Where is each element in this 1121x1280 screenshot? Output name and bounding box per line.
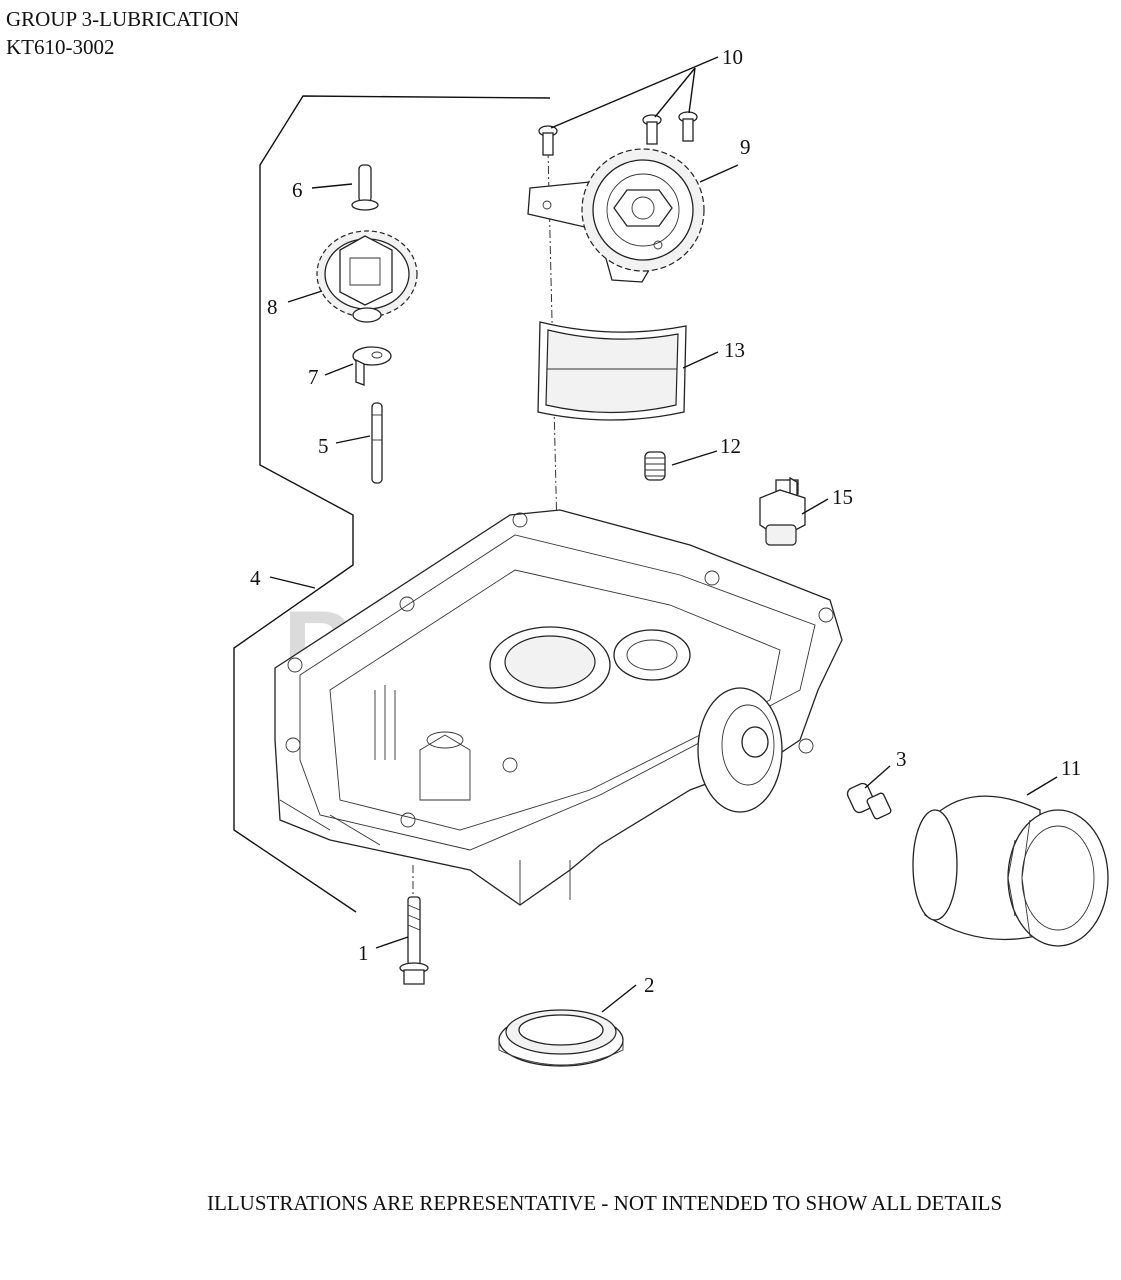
oil-seal-part: [498, 1009, 624, 1067]
leader-lines: [269, 56, 1058, 1013]
assembly-centerline-pump: [547, 149, 561, 661]
screen-part: [537, 321, 687, 421]
group-title: GROUP 3-LUBRICATION: [6, 7, 240, 31]
callout-10: 10: [722, 45, 743, 69]
spring-part: [644, 451, 666, 481]
callout-6: 6: [292, 178, 303, 202]
callout-11: 11: [1061, 756, 1081, 780]
callout-1: 1: [358, 941, 369, 965]
callout-7: 7: [308, 365, 319, 389]
oil-pump-part: [527, 148, 705, 283]
disclaimer-note: ILLUSTRATIONS ARE REPRESENTATIVE - NOT I…: [207, 1191, 1003, 1215]
fitting-part: [846, 782, 892, 820]
screw-part: [538, 111, 698, 156]
model-number: KT610-3002: [6, 35, 115, 59]
callout-5: 5: [318, 434, 329, 458]
callout-12: 12: [720, 434, 741, 458]
callout-3: 3: [896, 747, 907, 771]
oil-filter-part: [912, 795, 1109, 947]
oil-pan-part: [274, 509, 843, 906]
callout-8: 8: [267, 295, 278, 319]
group-boundary-line: [233, 95, 551, 913]
pin-part: [351, 164, 379, 211]
callout-2: 2: [644, 973, 655, 997]
callout-4: 4: [250, 566, 261, 590]
governor-gear-part: [316, 230, 418, 323]
callout-9: 9: [740, 135, 751, 159]
callout-15: 15: [832, 485, 853, 509]
shaft-pin-part: [371, 402, 383, 484]
bolt-part: [399, 896, 429, 985]
bracket-part: [352, 346, 392, 386]
oil-pressure-switch-part: [759, 476, 806, 546]
callout-13: 13: [724, 338, 745, 362]
